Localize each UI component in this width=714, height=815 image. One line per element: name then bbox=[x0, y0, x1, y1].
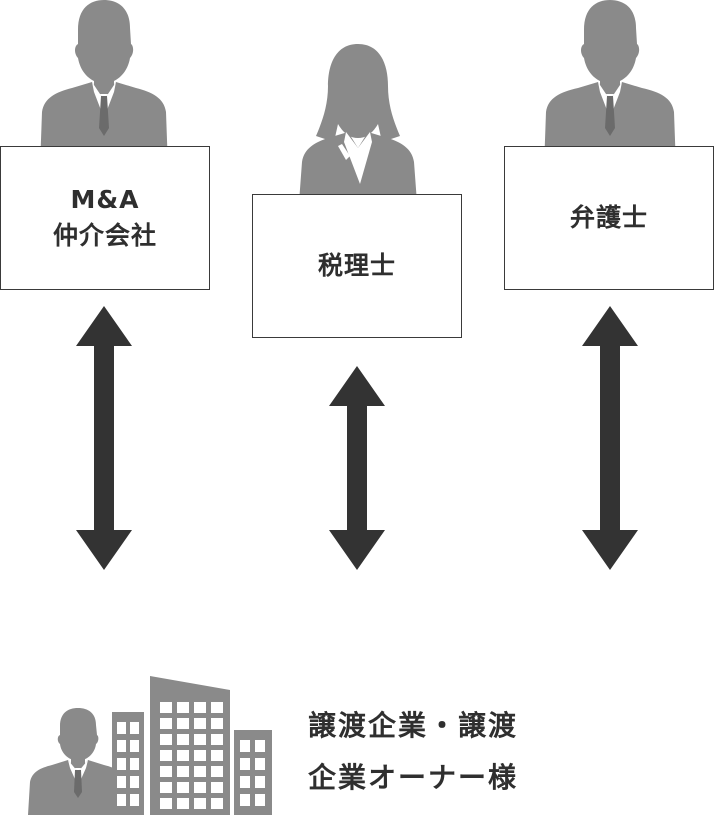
double-arrow-icon bbox=[582, 306, 638, 570]
building-window bbox=[160, 750, 172, 761]
building-window bbox=[211, 718, 223, 729]
building-window bbox=[160, 734, 172, 745]
building-window bbox=[130, 758, 139, 770]
building-window bbox=[194, 702, 206, 713]
building-window bbox=[177, 702, 189, 713]
advisor-label-line: 税理士 bbox=[317, 251, 396, 280]
building-window bbox=[117, 758, 126, 770]
building-window bbox=[255, 758, 265, 770]
building-window bbox=[240, 758, 250, 770]
building-window bbox=[117, 776, 126, 788]
businessman-icon bbox=[28, 708, 128, 815]
building-window bbox=[255, 794, 265, 806]
building-window bbox=[160, 702, 172, 713]
building-window bbox=[130, 776, 139, 788]
building-window bbox=[177, 718, 189, 729]
client-label-line: 企業オーナー様 bbox=[308, 761, 519, 794]
client-label: 譲渡企業・譲渡 企業オーナー様 bbox=[308, 700, 518, 804]
building-window bbox=[160, 798, 172, 809]
building-window bbox=[117, 740, 126, 752]
building-window bbox=[130, 740, 139, 752]
advisor-label-line: 弁護士 bbox=[569, 203, 648, 232]
building-window bbox=[211, 782, 223, 793]
building-window bbox=[194, 782, 206, 793]
client-label-line: 譲渡企業・譲渡 bbox=[308, 709, 519, 742]
advisor-box-ma: M&A 仲介会社 bbox=[0, 146, 210, 290]
businessman-icon bbox=[40, 0, 168, 168]
double-arrow-icon bbox=[76, 306, 132, 570]
building-window bbox=[211, 798, 223, 809]
building-window bbox=[177, 798, 189, 809]
building-window bbox=[160, 766, 172, 777]
building-window bbox=[177, 734, 189, 745]
building-window bbox=[240, 776, 250, 788]
building-window bbox=[194, 734, 206, 745]
building-window bbox=[255, 776, 265, 788]
double-arrow-icon bbox=[329, 366, 385, 570]
building-window bbox=[130, 794, 139, 806]
building-window bbox=[194, 798, 206, 809]
building-icon bbox=[112, 676, 272, 815]
building-window bbox=[177, 750, 189, 761]
building-window bbox=[211, 702, 223, 713]
building-window bbox=[177, 782, 189, 793]
building-window bbox=[211, 750, 223, 761]
building-window bbox=[194, 718, 206, 729]
building-window bbox=[117, 722, 126, 734]
advisor-box-lawyer: 弁護士 bbox=[504, 146, 714, 290]
building-window bbox=[177, 766, 189, 777]
advisor-label-line: M&A bbox=[70, 185, 140, 214]
building-window bbox=[240, 740, 250, 752]
building-window bbox=[211, 734, 223, 745]
building-window bbox=[130, 722, 139, 734]
building-window bbox=[117, 794, 126, 806]
businessman-icon bbox=[544, 0, 676, 168]
advisor-label-line: 仲介会社 bbox=[52, 221, 157, 250]
building-window bbox=[255, 740, 265, 752]
building-window bbox=[240, 794, 250, 806]
building-window bbox=[211, 766, 223, 777]
building-window bbox=[194, 750, 206, 761]
advisor-box-tax-accountant: 税理士 bbox=[252, 194, 462, 338]
building-window bbox=[160, 782, 172, 793]
building-window bbox=[194, 766, 206, 777]
building-window bbox=[160, 718, 172, 729]
businesswoman-icon bbox=[298, 44, 418, 216]
